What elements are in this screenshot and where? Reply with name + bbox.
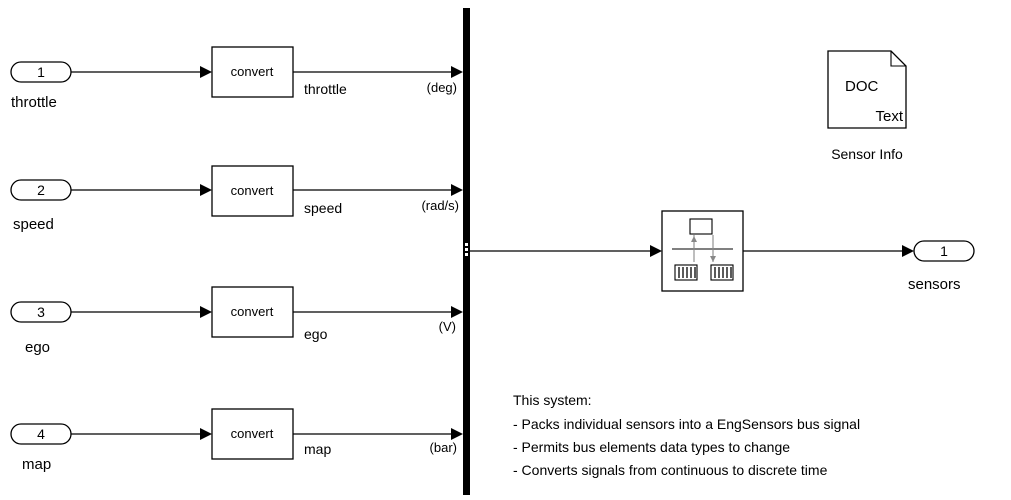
wire-arrow <box>451 184 463 196</box>
convert-block-2[interactable] <box>211 165 294 217</box>
wire-arrow <box>902 245 914 257</box>
unit-label-bar: (bar) <box>430 440 457 455</box>
wire-arrow <box>200 428 212 440</box>
wire-arrow <box>451 428 463 440</box>
wire-arrow <box>200 66 212 78</box>
inport-4-number: 4 <box>37 426 45 442</box>
inport-2-number: 2 <box>37 182 45 198</box>
unit-label-v: (V) <box>439 319 456 334</box>
convert-block-1-label: convert <box>231 64 274 79</box>
system-description-note: This system: - Packs individual sensors … <box>513 392 860 478</box>
note-title: This system: <box>513 392 592 408</box>
inport-2-label: speed <box>13 216 54 233</box>
doc-block-subtitle: Text <box>875 108 903 125</box>
unit-label-deg: (deg) <box>427 80 457 95</box>
convert-block-4-label: convert <box>231 426 274 441</box>
outport-1-block[interactable] <box>913 240 975 262</box>
doc-block[interactable] <box>827 50 907 129</box>
inport-1-number: 1 <box>37 64 45 80</box>
signal-row-map: 4 map convert map (bar) <box>10 408 463 473</box>
rate-transition-right-buffer-icon <box>710 264 734 281</box>
wire-arrow <box>451 66 463 78</box>
convert-block-3[interactable] <box>211 286 294 338</box>
convert-block-2-label: convert <box>231 183 274 198</box>
note-line-2: - Permits bus elements data types to cha… <box>513 439 790 455</box>
wire-arrow <box>200 306 212 318</box>
signal-label-ego: ego <box>304 326 328 342</box>
inport-1-label: throttle <box>11 94 57 111</box>
signal-row-throttle: 1 throttle convert throttle (deg) <box>10 46 463 111</box>
signal-row-ego: 3 ego convert ego (V) <box>10 286 463 356</box>
convert-block-3-label: convert <box>231 304 274 319</box>
wire-arrow <box>200 184 212 196</box>
doc-block-title: DOC <box>845 78 879 95</box>
bus-output-port-icon <box>465 243 468 256</box>
inport-3-number: 3 <box>37 304 45 320</box>
note-line-3: - Converts signals from continuous to di… <box>513 462 828 478</box>
convert-block-1[interactable] <box>211 46 294 98</box>
wire-arrow <box>451 306 463 318</box>
outport-1-label: sensors <box>908 276 961 293</box>
rate-transition-top-square-icon <box>689 218 713 235</box>
bus-creator-block[interactable] <box>463 8 470 495</box>
rate-transition-block[interactable] <box>661 210 744 292</box>
doc-block-label: Sensor Info <box>831 146 903 162</box>
outport-1-number: 1 <box>940 243 948 259</box>
signal-row-speed: 2 speed convert speed (rad/s) <box>10 165 463 233</box>
note-line-1: - Packs individual sensors into a EngSen… <box>513 416 860 432</box>
signal-label-map: map <box>304 441 331 457</box>
rate-transition-left-buffer-icon <box>674 264 698 281</box>
signal-label-speed: speed <box>304 200 342 216</box>
unit-label-rad-per-s: (rad/s) <box>421 198 459 213</box>
inport-4-label: map <box>22 456 51 473</box>
inport-3-label: ego <box>25 339 50 356</box>
wire-arrow <box>650 245 662 257</box>
convert-block-4[interactable] <box>211 408 294 460</box>
signal-label-throttle: throttle <box>304 81 347 97</box>
